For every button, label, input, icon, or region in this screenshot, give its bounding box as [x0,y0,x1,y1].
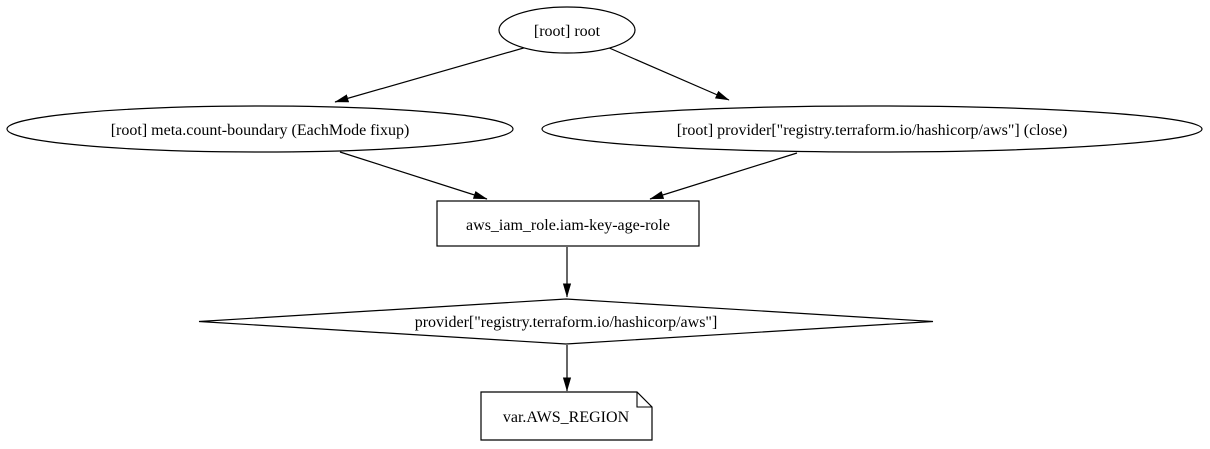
note-fold-corner [636,392,652,408]
node-aws-iam-role: aws_iam_role.iam-key-age-role [436,200,700,247]
root-ellipse-shape [498,6,636,54]
provider-aws-label: provider["registry.terraform.io/hashicor… [415,314,718,331]
meta-count-boundary-ellipse-shape [6,105,514,153]
aws-iam-role-label: aws_iam_role.iam-key-age-role [466,217,670,234]
provider-aws-diamond-shape [198,298,934,345]
provider-aws-close-label: [root] provider["registry.terraform.io/h… [677,122,1068,139]
var-aws-region-note-shape [480,391,653,441]
edge-root-to-provider-aws-close [606,46,730,101]
node-provider-aws: provider["registry.terraform.io/hashicor… [198,298,934,345]
edges [334,46,798,392]
provider-aws-close-ellipse-shape [541,105,1203,153]
node-meta-count-boundary: [root] meta.count-boundary (EachMode fix… [6,105,514,153]
var-aws-region-label: var.AWS_REGION [503,409,630,426]
edge-root-to-meta-count-boundary [334,46,528,103]
node-provider-aws-close: [root] provider["registry.terraform.io/h… [541,105,1203,153]
node-var-aws-region: var.AWS_REGION [480,391,653,441]
node-root: [root] root [498,6,636,54]
meta-count-boundary-label: [root] meta.count-boundary (EachMode fix… [111,122,410,139]
edge-meta-count-boundary-to-aws-iam-role [339,151,488,200]
root-label: [root] root [534,23,601,40]
edge-provider-aws-close-to-aws-iam-role [649,152,798,200]
aws-iam-role-box-shape [436,200,700,247]
